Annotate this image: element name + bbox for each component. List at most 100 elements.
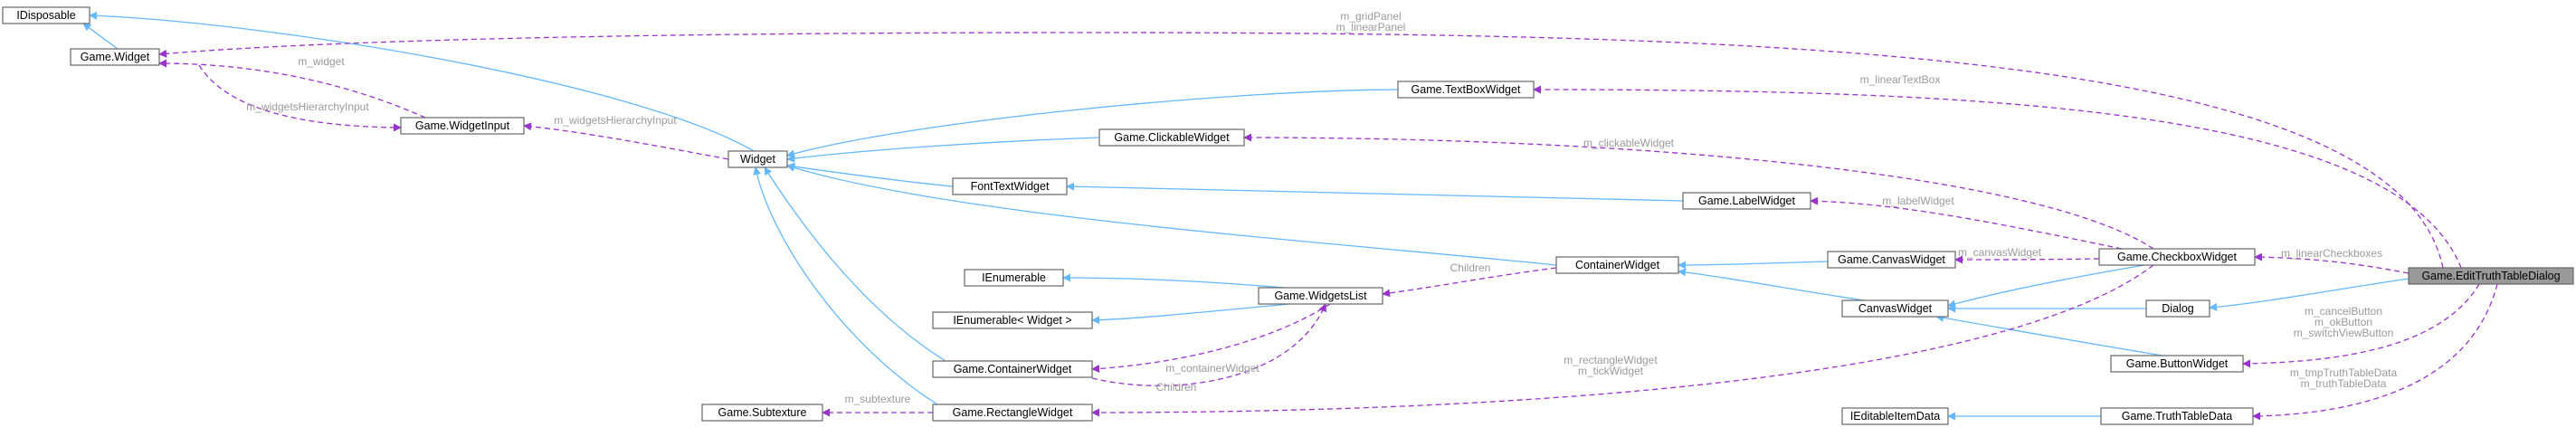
usage-edge-game_checkboxwidget-to-game_rectanglewidget (1091, 264, 2154, 417)
class-node-box (1841, 407, 1949, 425)
class-node-idisposable[interactable]: IDisposable (2, 6, 90, 24)
class-node-game-buttonwidget[interactable]: Game.ButtonWidget (2110, 355, 2244, 373)
class-node-label: Game.WidgetInput (415, 119, 510, 132)
edge-label: m_widgetsHierarchyInput (554, 114, 677, 127)
usage-edge-game_widget-to-game_widgetinput (198, 64, 402, 132)
edge-label: m_linearPanel (1336, 21, 1406, 33)
class-node-box (2098, 248, 2256, 266)
inheritance-edge-game_widgetslist-to-ienumerable_widget (1091, 303, 1290, 325)
inheritance-edge-game_canvaswidget-to-containerwidget (1678, 261, 1829, 270)
class-node-game-textboxwidget[interactable]: Game.TextBoxWidget (1397, 81, 1535, 99)
inheritance-edge-game_rectanglewidget-to-widget (753, 166, 938, 405)
edge-label: m_subtexture (845, 393, 911, 405)
class-node-ieditableitemdata[interactable]: IEditableItemData (1841, 407, 1949, 425)
inheritance-edge-game_checkboxwidget-to-canvaswidget (1947, 264, 2145, 309)
inheritance-edge-widget-to-idisposable (89, 11, 755, 152)
edge-label: m_clickableWidget (1583, 137, 1675, 149)
usage-edge-widget-to-game_widgetinput (523, 122, 729, 160)
inheritance-edge-game_widgetslist-to-ienumerable (1062, 273, 1286, 289)
inheritance-edge-game_edittruthtabledialog-to-dialog (2209, 278, 2410, 311)
class-node-label: Dialog (2162, 302, 2193, 315)
class-node-game-containerwidget[interactable]: Game.ContainerWidget (932, 360, 1093, 378)
class-node-label: FontTextWidget (971, 180, 1050, 193)
edge-label: m_tmpTruthTableData (2290, 366, 2398, 379)
class-node-box (1682, 192, 1811, 210)
class-node-box (400, 117, 525, 135)
edge-label: m_tickWidget (1578, 365, 1644, 377)
inheritance-edge-fonttextwidget-to-widget (786, 162, 954, 187)
edge-label: Children (1450, 261, 1491, 274)
inheritance-edge-game_textboxwidget-to-widget (786, 89, 1399, 158)
class-node-label: IDisposable (16, 9, 75, 22)
class-node-box (932, 404, 1093, 422)
edge-label: Children (1156, 381, 1197, 394)
usage-edge-game_checkboxwidget-to-game_clickablewidget (1243, 133, 2154, 250)
usage-edge-game_checkboxwidget-to-game_labelwidget (1810, 196, 2123, 250)
edge-label: m_widget (298, 55, 345, 68)
class-node-box (1258, 287, 1383, 305)
class-node-game-rectanglewidget[interactable]: Game.RectangleWidget (932, 404, 1093, 422)
inheritance-edge-game_buttonwidget-to-canvaswidget (1935, 313, 2163, 356)
class-node-box (2, 6, 90, 24)
usage-edge-game_edittruthtabledialog-to-game_textboxwidget (1533, 85, 2462, 269)
class-node-box (1098, 128, 1245, 147)
edge-label: m_cancelButton (2305, 305, 2382, 318)
edge-label: m_canvasWidget (1958, 246, 2042, 259)
class-node-box (932, 311, 1093, 329)
class-node-widget[interactable]: Widget (727, 150, 788, 168)
class-node-label: Game.ClickableWidget (1114, 131, 1230, 144)
class-node-game-checkboxwidget[interactable]: Game.CheckboxWidget (2098, 248, 2256, 266)
class-node-ienumerable-widget[interactable]: IEnumerable< Widget > (932, 311, 1093, 329)
class-node-box (2145, 299, 2210, 318)
usage-edge-game_edittruthtabledialog-to-game_buttonwidget (2242, 283, 2480, 368)
class-node-game-widget[interactable]: Game.Widget (70, 48, 160, 66)
class-node-label: Game.RectangleWidget (953, 406, 1073, 419)
class-node-game-widgetinput[interactable]: Game.WidgetInput (400, 117, 525, 135)
class-node-label: ContainerWidget (1575, 259, 1660, 271)
inheritance-edge-containerwidget-to-widget (786, 164, 1557, 266)
class-node-containerwidget[interactable]: ContainerWidget (1555, 256, 1679, 274)
class-node-game-labelwidget[interactable]: Game.LabelWidget (1682, 192, 1811, 210)
edge-label: m_linearTextBox (1860, 73, 1941, 86)
edge-labels-layer: m_widgetm_widgetsHierarchyInputm_widgets… (246, 10, 2397, 405)
class-node-label: Game.Subtexture (718, 406, 807, 419)
class-node-canvaswidget[interactable]: CanvasWidget (1841, 299, 1949, 318)
class-node-game-edittruthtabledialog[interactable]: Game.EditTruthTableDialog (2408, 267, 2574, 285)
class-node-box (964, 269, 1064, 287)
edge-label: m_gridPanel (1340, 10, 1401, 23)
class-node-game-clickablewidget[interactable]: Game.ClickableWidget (1098, 128, 1245, 147)
class-node-game-canvaswidget[interactable]: Game.CanvasWidget (1827, 251, 1956, 269)
class-node-game-truthtabledata[interactable]: Game.TruthTableData (2100, 407, 2254, 425)
usage-edge-game_widgetslist-to-game_containerwidget (1091, 303, 1331, 373)
class-node-label: Game.TruthTableData (2122, 410, 2233, 423)
class-node-ienumerable[interactable]: IEnumerable (964, 269, 1064, 287)
class-node-box (2408, 267, 2574, 285)
class-node-box (2110, 355, 2244, 373)
edges-layer (82, 11, 2498, 421)
class-node-label: Game.LabelWidget (1698, 195, 1796, 207)
class-node-box (1841, 299, 1949, 318)
class-node-box (952, 177, 1068, 195)
class-node-label: IEnumerable< Widget > (953, 314, 1071, 327)
class-node-game-widgetslist[interactable]: Game.WidgetsList (1258, 287, 1383, 305)
usage-edge-game_widgetinput-to-game_widget (158, 59, 426, 119)
class-node-dialog[interactable]: Dialog (2145, 299, 2210, 318)
edge-label: m_okButton (2315, 316, 2372, 328)
class-node-box (701, 404, 823, 422)
class-node-box (2100, 407, 2254, 425)
class-node-label: Game.ButtonWidget (2126, 357, 2229, 370)
inheritance-edge-game_containerwidget-to-widget (764, 166, 946, 362)
usage-edge-game_checkboxwidget-to-game_canvaswidget (1954, 255, 2100, 264)
class-node-label: IEditableItemData (1850, 410, 1940, 423)
class-node-fonttextwidget[interactable]: FontTextWidget (952, 177, 1068, 195)
edge-label: m_containerWidget (1165, 362, 1259, 375)
class-node-game-subtexture[interactable]: Game.Subtexture (701, 404, 823, 422)
edge-label: m_truthTableData (2301, 377, 2387, 390)
class-node-box (727, 150, 788, 168)
inheritance-edge-game_widget-to-idisposable (82, 23, 119, 50)
class-node-label: Game.CheckboxWidget (2117, 251, 2238, 263)
usage-edge-game_edittruthtabledialog-to-game_truthtabledata (2252, 283, 2498, 421)
usage-edge-game_edittruthtabledialog-to-game_checkboxwidget (2254, 252, 2410, 274)
class-node-box (1397, 81, 1535, 99)
